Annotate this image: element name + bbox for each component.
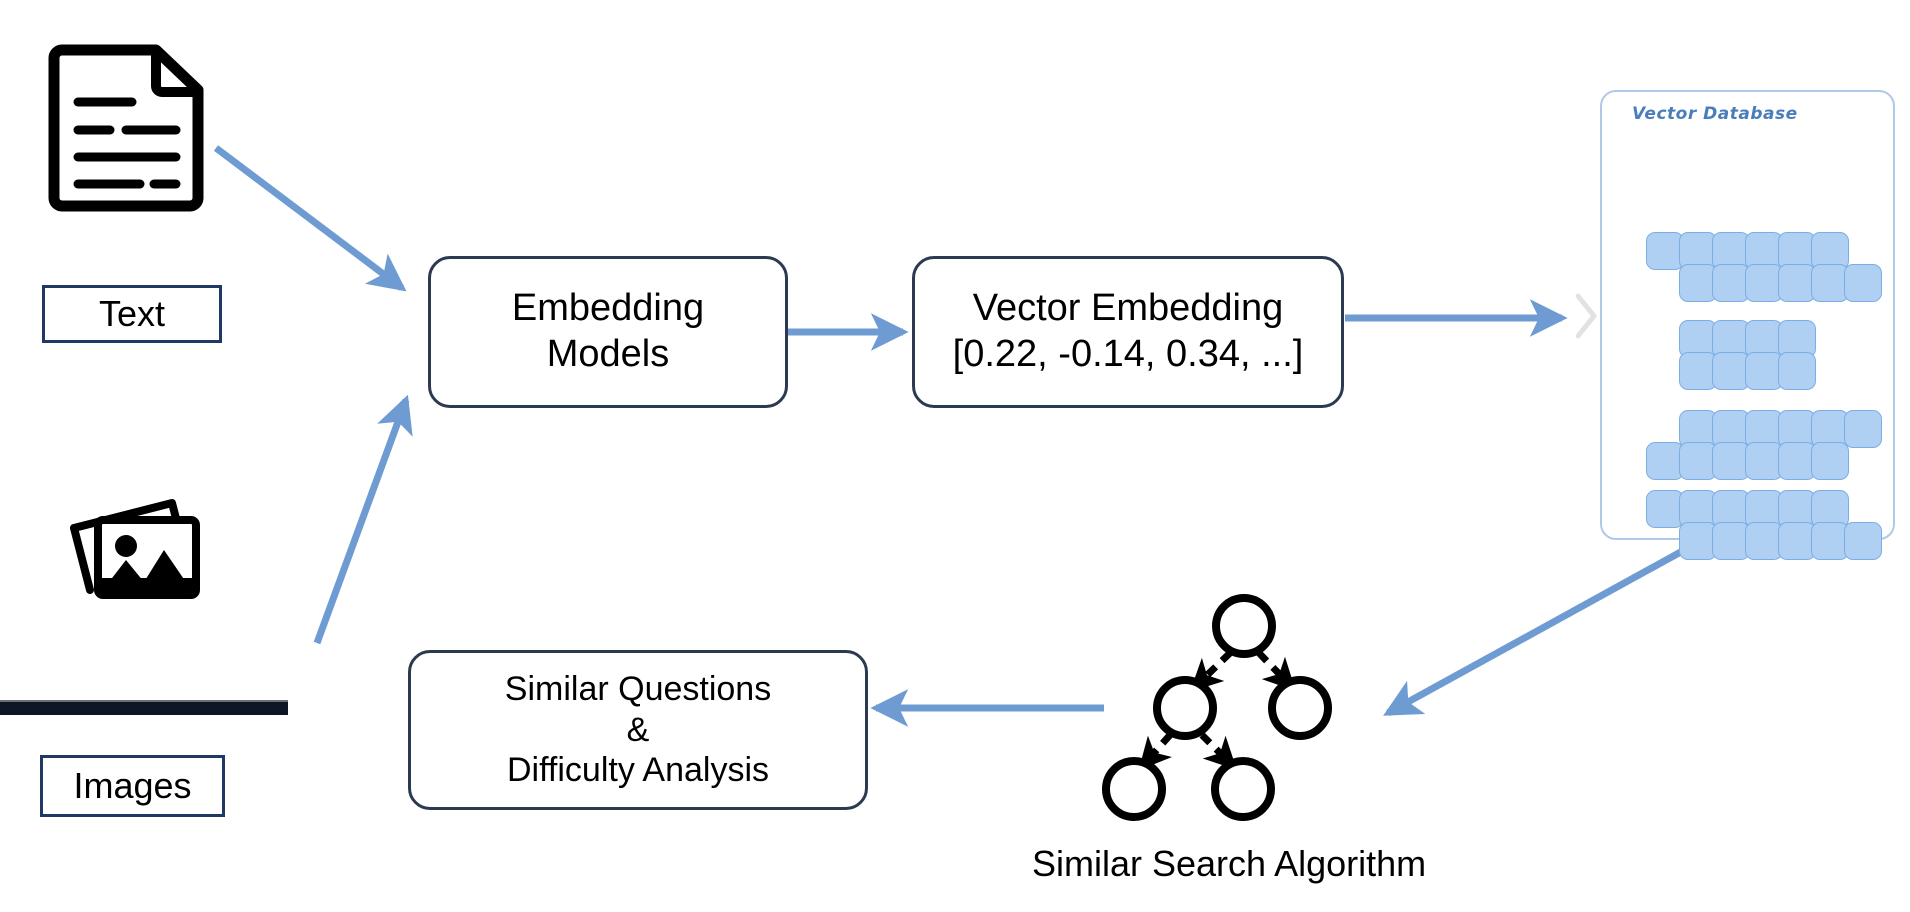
vector-db-cell [1811,490,1849,528]
vector-database-cells [1602,92,1893,560]
tree-node-right [1268,676,1332,740]
arrow-text-to-embedding [213,145,407,292]
vector-db-cell [1844,522,1882,560]
search-tree-caption: Similar Search Algorithm [1032,843,1427,884]
node-vector-embedding-line1: Vector Embedding [972,287,1284,330]
vector-db-cell [1844,264,1882,302]
vector-db-cell [1745,522,1783,560]
vector-db-cell [1646,232,1684,270]
arrow-database-to-search-tree [1383,544,1690,717]
vector-db-cell [1712,442,1750,480]
search-tree-nodes [1102,594,1332,821]
search-tree-edges [1138,650,1296,771]
arrow-images-to-embedding [313,394,413,645]
vector-db-cell [1745,264,1783,302]
node-embedding-models[interactable]: Embedding Models [428,256,788,408]
chevron-right-icon [1575,293,1597,339]
vector-db-cell [1679,442,1717,480]
vector-db-cell [1679,352,1717,390]
source-label-images-caption: Images [73,765,192,806]
vector-db-cell [1712,320,1750,358]
node-similar-questions[interactable]: Similar Questions & Difficulty Analysis [408,650,868,810]
vector-db-cell [1712,410,1750,448]
tree-node-root [1212,594,1276,658]
search-tree-diagram [1102,594,1332,821]
vector-db-cell [1811,442,1849,480]
tree-node-left-right [1211,757,1275,821]
node-vector-embedding[interactable]: Vector Embedding [0.22, -0.14, 0.34, ...… [912,256,1344,408]
vector-db-cell [1778,522,1816,560]
source-label-images[interactable]: Images [40,755,225,817]
vector-db-cell [1844,410,1882,448]
tree-node-left-left [1102,757,1166,821]
vector-db-cell [1679,264,1717,302]
photos-stack-icon [68,490,213,600]
node-similar-questions-line3: Difficulty Analysis [506,751,770,790]
node-vector-embedding-line2: [0.22, -0.14, 0.34, ...] [952,333,1304,375]
document-icon [48,40,208,212]
vector-database-title: Vector Database [1632,104,1798,124]
vector-db-cell [1646,442,1684,480]
vector-db-cell [1745,442,1783,480]
vector-db-cell [1679,410,1717,448]
vector-db-cell [1811,232,1849,270]
vector-db-cell [1712,264,1750,302]
vector-db-cell [1778,264,1816,302]
source-label-text[interactable]: Text [42,285,222,343]
tree-node-left [1153,676,1217,740]
vector-db-cell [1811,522,1849,560]
vector-db-cell [1778,352,1816,390]
vector-db-cell [1679,490,1717,528]
node-embedding-models-line2: Models [546,333,670,375]
vector-db-cell [1811,264,1849,302]
slide-artifact-bar [0,700,288,715]
node-embedding-models-line1: Embedding [511,287,705,330]
source-label-text-caption: Text [98,293,166,334]
vector-database-panel[interactable]: Vector Database [1600,90,1895,560]
vector-db-cell [1778,442,1816,480]
node-similar-questions-line1: Similar Questions [504,669,772,708]
vector-db-cell [1745,352,1783,390]
node-similar-questions-line2: & [626,710,650,749]
